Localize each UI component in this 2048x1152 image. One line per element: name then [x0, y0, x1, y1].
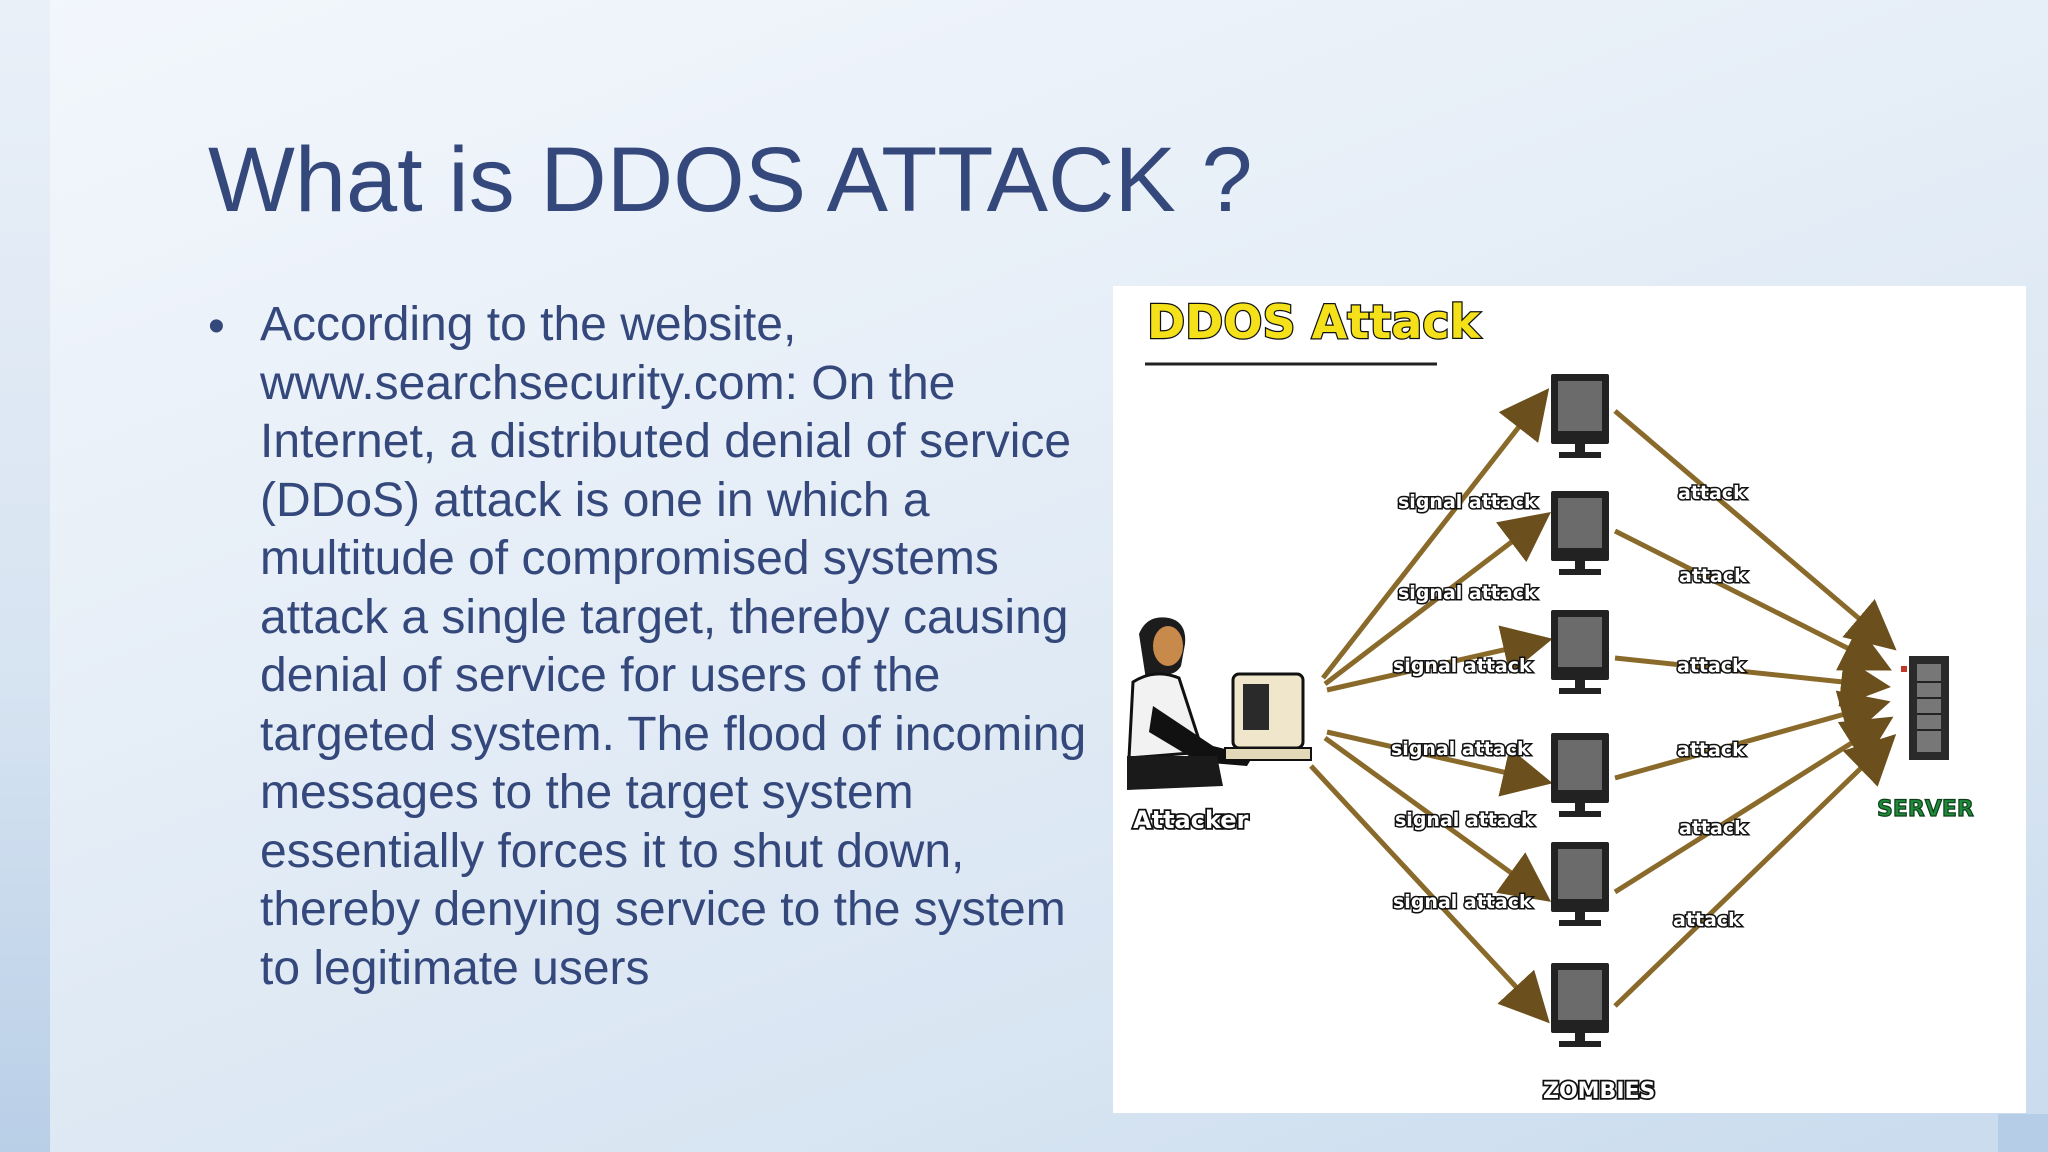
signal-arrows: [1309, 388, 1553, 1024]
attack-arrow: [1613, 716, 1894, 895]
signal-attack-label: signal attack: [1391, 738, 1530, 760]
signal-attack-label: signal attack: [1398, 491, 1537, 513]
signal-arrow: [1309, 764, 1550, 1024]
attack-label: attack: [1673, 909, 1741, 931]
zombie-computer-icon: [1551, 610, 1609, 694]
left-decorative-band: [0, 0, 50, 1152]
bullet-list: • According to the website, www.searchse…: [208, 296, 1088, 998]
attack-arrow: [1614, 655, 1891, 707]
zombie-computer-icon: [1551, 963, 1609, 1047]
attack-label: attack: [1679, 565, 1747, 587]
signal-attack-label: signal attack: [1398, 582, 1537, 604]
attack-arrow: [1613, 528, 1892, 671]
attacker-icon: [1127, 617, 1312, 790]
zombies-label: ZOMBIES: [1543, 1079, 1655, 1104]
signal-attack-label: signal attack: [1393, 891, 1532, 913]
signal-arrow: [1323, 511, 1551, 686]
ddos-diagram-svg: DDOS Attack: [1127, 294, 1974, 1106]
diagram-heading: DDOS Attack: [1147, 295, 1482, 349]
bullet-text: According to the website, www.searchsecu…: [260, 298, 1087, 995]
attack-labels: attack attack attack attack attack attac…: [1672, 481, 1749, 933]
attack-arrows: [1613, 409, 1897, 1008]
zombie-computer-icon: [1551, 374, 1609, 458]
attack-label: attack: [1677, 739, 1745, 761]
zombie-computer-icon: [1551, 733, 1609, 817]
bullet-marker: •: [208, 300, 225, 353]
attack-label: attack: [1678, 482, 1746, 504]
ddos-diagram: DDOS Attack: [1113, 286, 2026, 1113]
zombie-computer-icon: [1551, 491, 1609, 575]
zombie-computers: [1551, 374, 1609, 1047]
server-icon: [1901, 656, 1949, 760]
attack-arrow: [1613, 409, 1897, 651]
signal-labels: signal attack signal attack signal attac…: [1390, 490, 1539, 915]
signal-arrow: [1323, 735, 1552, 902]
corner-decoration: [1998, 1114, 2048, 1152]
attack-arrow: [1614, 690, 1891, 781]
slide-title: What is DDOS ATTACK ?: [208, 129, 1253, 231]
attack-label: attack: [1679, 817, 1747, 839]
zombie-computer-icon: [1551, 842, 1609, 926]
signal-attack-label: signal attack: [1395, 809, 1534, 831]
attack-arrow: [1613, 734, 1897, 1008]
signal-arrow: [1326, 729, 1553, 797]
signal-attack-label: signal attack: [1393, 655, 1532, 677]
signal-arrow: [1321, 388, 1550, 680]
server-label: SERVER: [1877, 797, 1974, 822]
attack-label: attack: [1677, 655, 1745, 677]
signal-arrow: [1326, 625, 1553, 693]
attacker-label: Attacker: [1133, 806, 1249, 834]
